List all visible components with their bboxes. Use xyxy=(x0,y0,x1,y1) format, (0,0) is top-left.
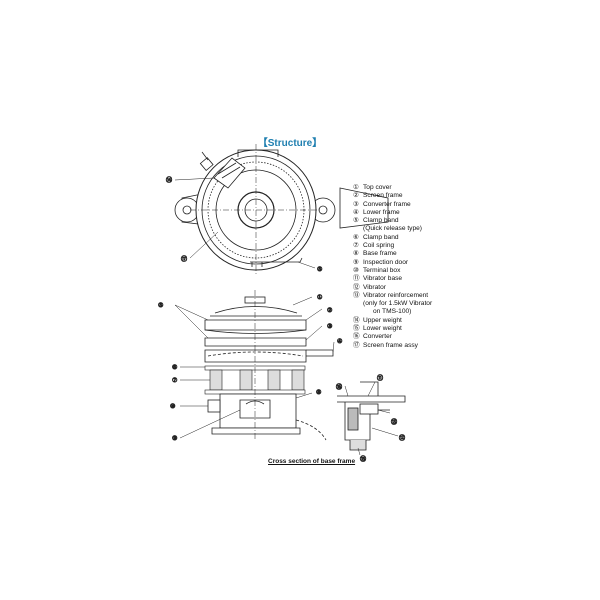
callout-12: ⑫ xyxy=(399,434,405,442)
callout-16: ⑯ xyxy=(336,383,342,391)
callout-5: ⑤ xyxy=(317,266,322,273)
legend-item: (only for 1.5kW Vibrator xyxy=(363,300,433,308)
callout-14: ⑭ xyxy=(166,176,172,184)
callout-13: ⑬ xyxy=(391,418,397,426)
callout-3: ③ xyxy=(327,323,332,330)
callout-9: ⑨ xyxy=(172,435,177,442)
cross-section-caption: Cross section of base frame xyxy=(268,458,356,465)
cross-section-detail xyxy=(337,381,406,456)
diagram-title: 【Structure】 xyxy=(257,138,323,149)
callout-10: ⑩ xyxy=(170,403,175,410)
callout-2: ② xyxy=(327,307,332,314)
callout-1: ① xyxy=(317,294,322,301)
top-view xyxy=(174,144,389,276)
legend-item: (Quick release type) xyxy=(363,225,422,233)
callout-15: ⑮ xyxy=(360,455,366,463)
side-view xyxy=(174,290,335,441)
callout-6: ⑥ xyxy=(172,364,177,371)
callout-17: ⑰ xyxy=(181,255,187,263)
legend-item: on TMS-100) xyxy=(373,308,412,316)
callout-4: ④ xyxy=(337,338,342,345)
callout-11: ⑪ xyxy=(377,374,383,382)
callout-5-side: ⑤ xyxy=(158,302,163,309)
callout-7: ⑦ xyxy=(172,377,177,384)
callout-8: ⑧ xyxy=(316,389,321,396)
